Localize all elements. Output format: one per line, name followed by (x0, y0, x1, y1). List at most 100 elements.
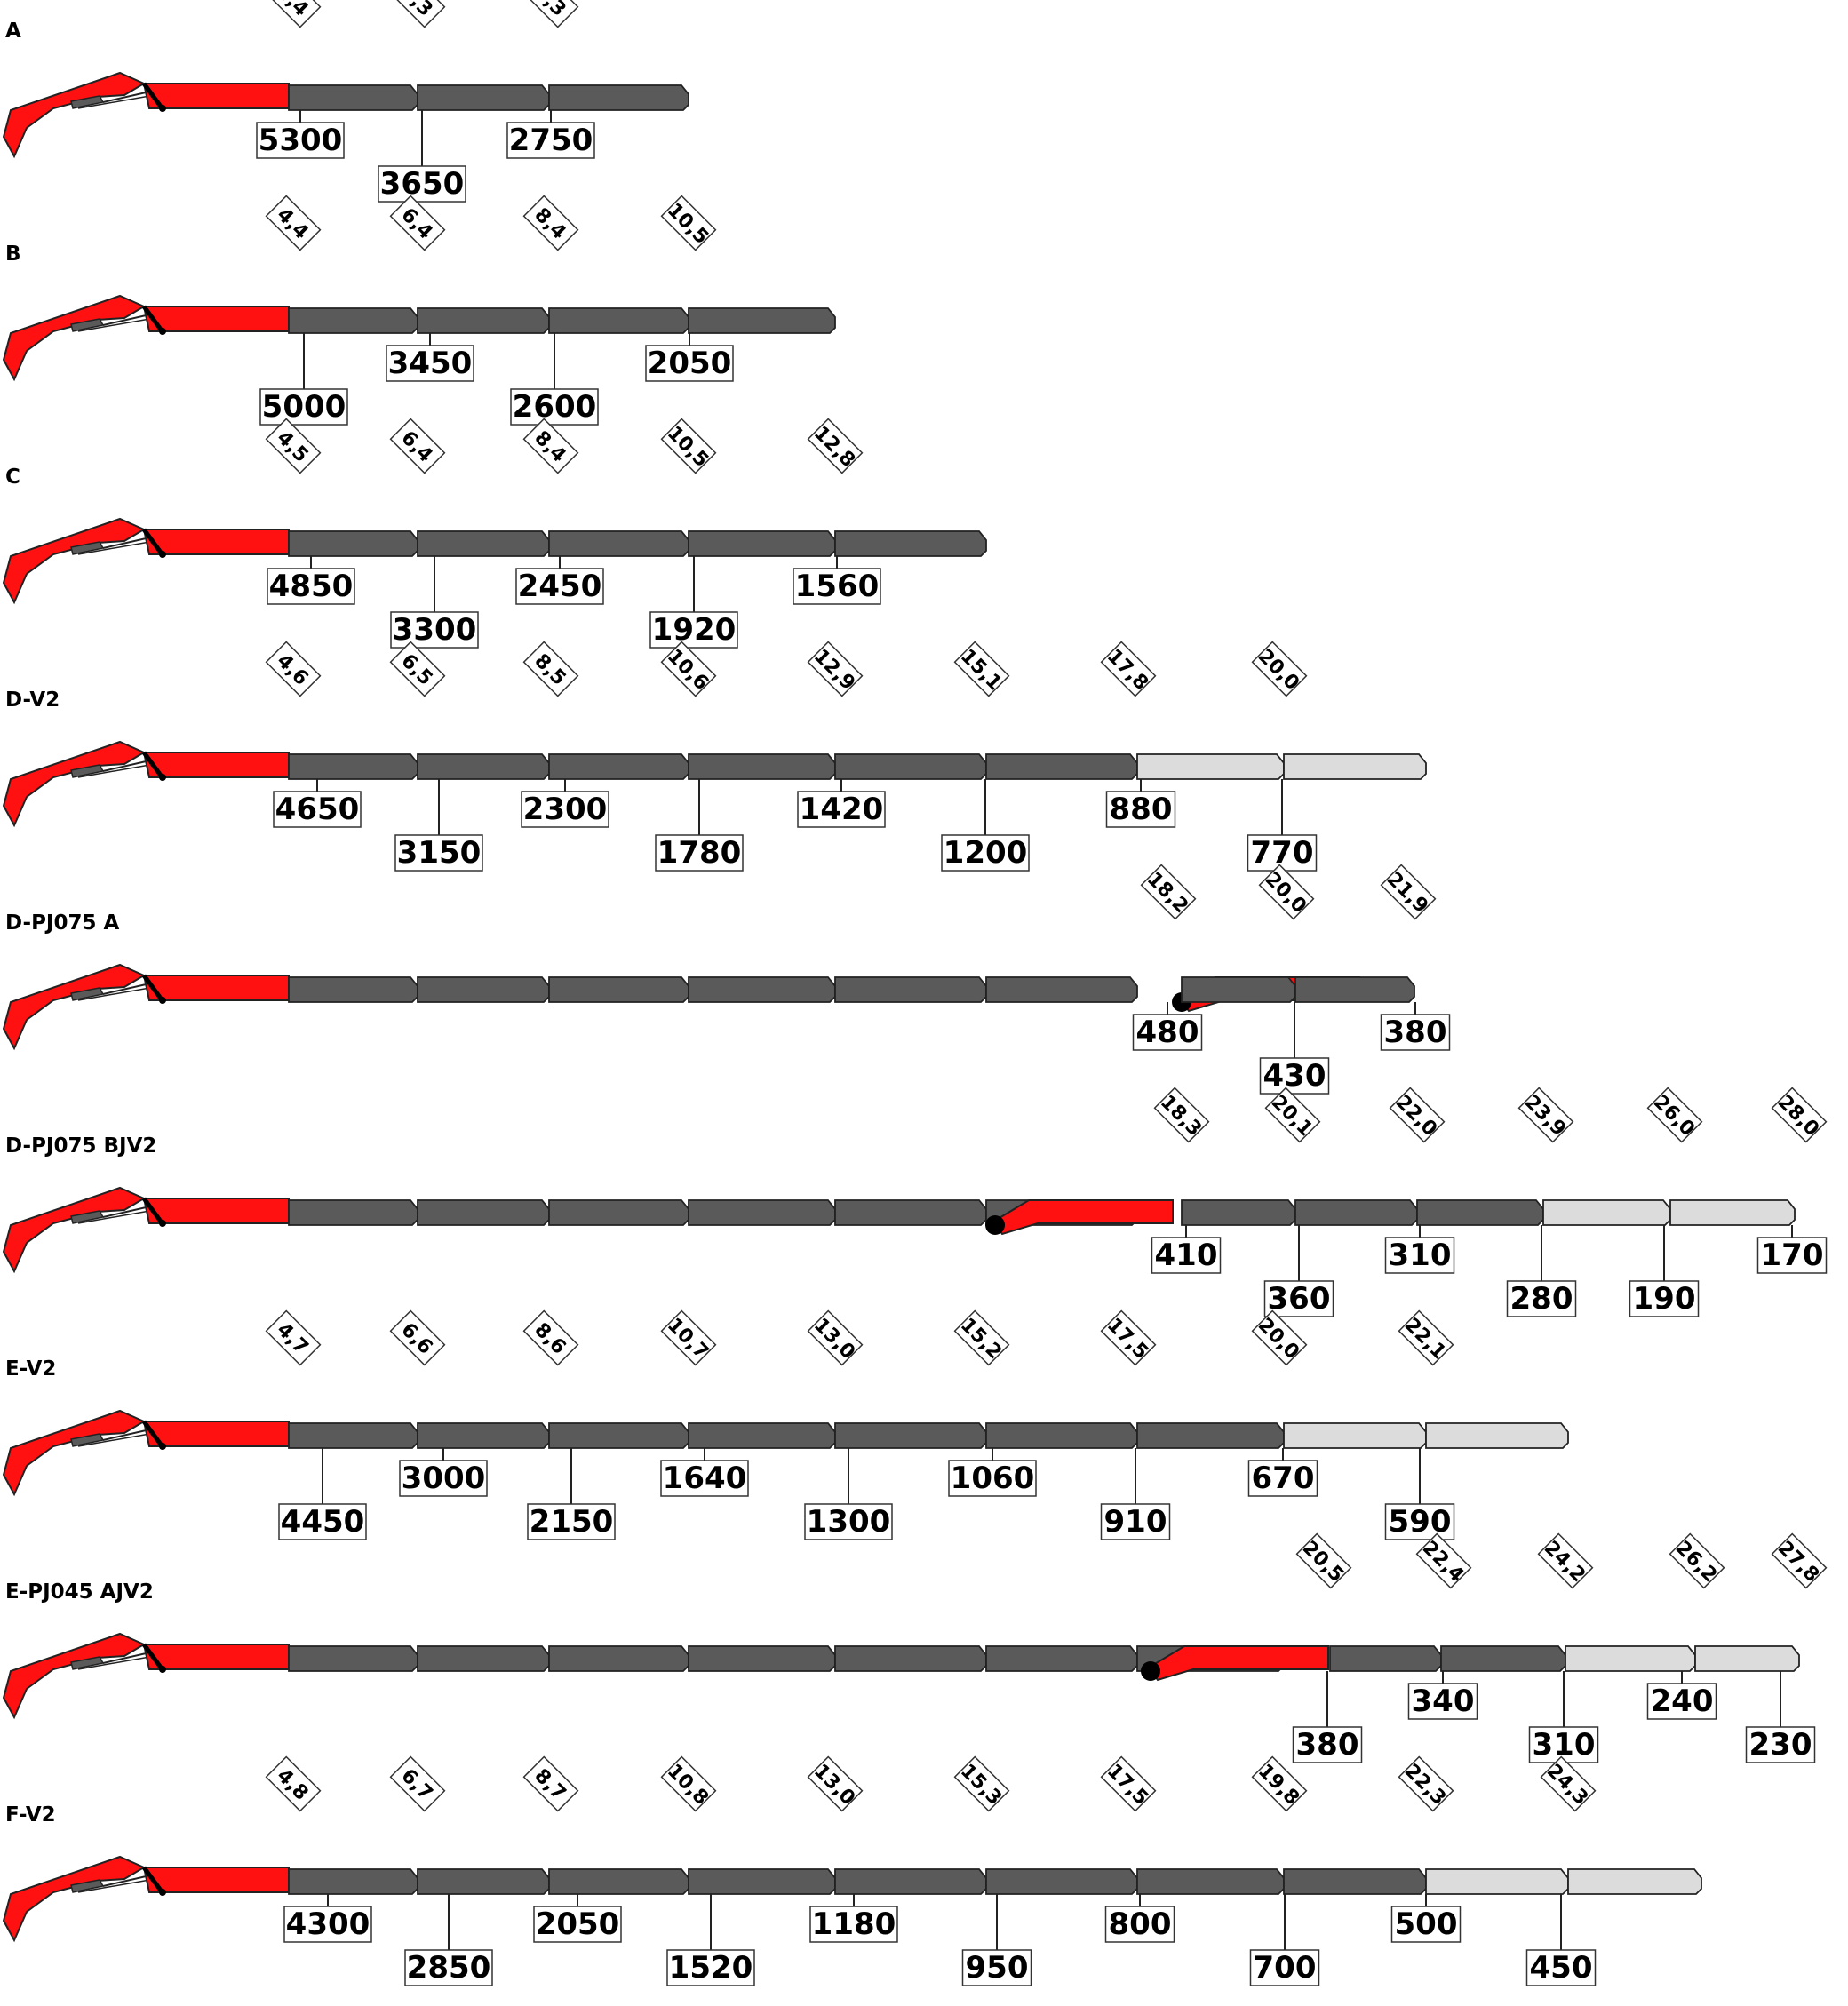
reach-marker: 10,6 (660, 641, 717, 697)
hydraulic-cylinder (70, 318, 105, 332)
jib-pivot (985, 1215, 1005, 1235)
capacity-box (378, 165, 466, 203)
reach-box (389, 1755, 446, 1812)
hydraulic-cylinder (70, 764, 105, 778)
reach-box (1398, 1755, 1454, 1812)
capacity-box (1384, 1503, 1455, 1540)
reach-box (1251, 1309, 1308, 1366)
config-name: C (5, 466, 20, 489)
reach-box (522, 195, 579, 251)
reach-marker: 8,7 (522, 1755, 579, 1812)
capacity-box (1249, 1949, 1320, 1986)
reach-box (389, 1309, 446, 1366)
capacity-box (1132, 1014, 1203, 1051)
capacity-box (1629, 1280, 1700, 1317)
reach-box (953, 641, 1010, 697)
capacity-box (259, 388, 348, 426)
capacity-label: 2300 (523, 792, 608, 827)
capacity-label: 1520 (669, 1950, 753, 1986)
capacity-box (1646, 1683, 1717, 1720)
capacity-box (1247, 1460, 1318, 1497)
reach-box (1771, 1532, 1828, 1589)
boom-extension-light (1694, 1645, 1800, 1672)
reach-box (660, 641, 717, 697)
capacity-box (399, 1460, 488, 1497)
config-name: F-V2 (5, 1803, 56, 1827)
capacity-label: 2150 (530, 1504, 614, 1540)
capacity-label: 1780 (657, 835, 742, 871)
capacity-box (804, 1503, 893, 1540)
knuckle-joint (141, 1643, 166, 1673)
reach-box (1153, 1087, 1210, 1143)
capacity-box (273, 791, 362, 828)
knuckle-pin (159, 105, 166, 112)
capacity-label: 3000 (402, 1461, 486, 1496)
capacity-label: 3300 (393, 612, 477, 648)
knuckle-joint (141, 305, 166, 335)
capacity-label: 2450 (518, 569, 602, 604)
reach-marker: 17,8 (1100, 641, 1157, 697)
capacity-label: 2050 (536, 1906, 620, 1942)
reach-box (1251, 641, 1308, 697)
reach-box (389, 195, 446, 251)
reach-box (660, 1309, 717, 1366)
capacity-box (645, 345, 734, 382)
reach-box (1258, 864, 1315, 920)
jib-pivot (1141, 1661, 1160, 1681)
knuckle-joint (141, 1866, 166, 1896)
reach-box (807, 1755, 864, 1812)
capacity-label: 1180 (812, 1906, 896, 1942)
capacity-label: 380 (1296, 1727, 1359, 1763)
capacity-label: 1420 (800, 792, 884, 827)
capacity-box (533, 1906, 622, 1943)
reach-box (660, 1755, 717, 1812)
knuckle-pin (159, 551, 166, 558)
capacity-label: 4450 (281, 1504, 365, 1540)
capacity-box (1528, 1726, 1599, 1763)
capacity-box (510, 388, 599, 426)
capacity-label: 430 (1263, 1058, 1326, 1094)
capacity-label: 340 (1412, 1684, 1475, 1719)
capacity-label: 670 (1252, 1461, 1315, 1496)
capacity-label: 2850 (407, 1950, 491, 1986)
capacity-label: 1640 (663, 1461, 747, 1496)
capacity-label: 240 (1651, 1684, 1714, 1719)
capacity-box (1506, 1280, 1577, 1317)
capacity-box (386, 345, 474, 382)
capacity-label: 410 (1155, 1238, 1218, 1273)
capacity-box (1525, 1949, 1597, 1986)
reach-box (660, 195, 717, 251)
capacity-box (267, 568, 355, 605)
knuckle-pin (159, 774, 166, 781)
reach-box (807, 1309, 864, 1366)
capacity-box (1100, 1503, 1171, 1540)
reach-box (389, 0, 446, 28)
reach-box (807, 641, 864, 697)
capacity-label: 770 (1251, 835, 1314, 871)
boom-extension-light (1283, 753, 1427, 780)
reach-box (1646, 1087, 1703, 1143)
base-boom (2, 963, 147, 1051)
capacity-box (394, 834, 483, 872)
capacity-box (1105, 791, 1176, 828)
capacity-box (1390, 1906, 1462, 1943)
base-boom (2, 1186, 147, 1274)
capacity-box (809, 1906, 898, 1943)
capacity-label: 4850 (269, 569, 354, 604)
capacity-label: 3650 (380, 166, 465, 202)
reach-box (1100, 641, 1157, 697)
reach-marker: 17,5 (1100, 1755, 1157, 1812)
config-name: D-V2 (5, 689, 60, 712)
reach-box (1415, 1532, 1472, 1589)
reach-box (1100, 1309, 1157, 1366)
hydraulic-cylinder (70, 1879, 105, 1893)
reach-box (1264, 1087, 1321, 1143)
base-boom (2, 1855, 147, 1943)
capacity-label: 500 (1395, 1906, 1458, 1942)
capacity-box (961, 1949, 1032, 1986)
reach-box (522, 641, 579, 697)
capacity-label: 2050 (648, 346, 732, 381)
